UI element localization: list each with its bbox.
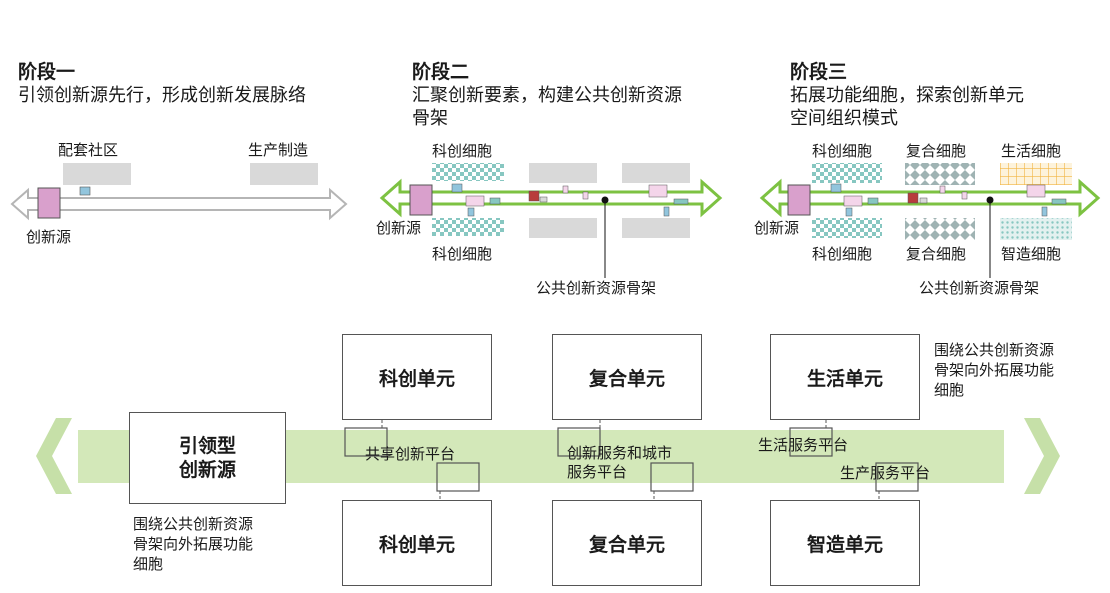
stage3-mix-bottom — [905, 218, 975, 240]
stage1-source-label: 创新源 — [26, 228, 72, 246]
platform-production-service: 生产服务平台 — [840, 464, 931, 482]
stage2-gray-top-1 — [529, 163, 597, 183]
right-note-line1: 围绕公共创新资源 — [934, 341, 1055, 359]
stage2-backbone-label: 公共创新资源骨架 — [536, 279, 657, 297]
stage3-backbone-label: 公共创新资源骨架 — [919, 279, 1040, 297]
platform-service-city-line1: 创新服务和城市 — [567, 444, 673, 462]
stage1-desc: 引领创新源先行，形成创新发展脉络 — [18, 85, 306, 106]
stage3-sci-bottom — [812, 218, 882, 238]
source-box-line1: 引领型 — [178, 435, 236, 457]
unit-bottom-sci: 科创单元 — [342, 500, 492, 586]
stage3-life-label: 生活细胞 — [1001, 142, 1062, 160]
stage2-gray-bottom-1 — [529, 218, 597, 238]
stage2-axis-arrow — [379, 178, 723, 218]
stage3-desc-line1: 拓展功能细胞，探索创新单元 — [790, 85, 1024, 106]
left-chevron — [36, 418, 72, 494]
stage3-axis-arrow — [759, 178, 1101, 218]
platform-shared: 共享创新平台 — [365, 445, 456, 463]
stage3-life — [1000, 163, 1072, 185]
stage3-mix-top — [905, 163, 975, 185]
stage3-sci-bottom-label: 科创细胞 — [812, 245, 873, 263]
unit-top-life: 生活单元 — [770, 334, 920, 420]
stage3-mix-top-label: 复合细胞 — [906, 142, 967, 160]
unit-top-mix: 复合单元 — [552, 334, 702, 420]
stage2-cell-bottom-label: 科创细胞 — [432, 245, 493, 263]
stage3-source-block — [787, 184, 811, 216]
source-box: 引领型 创新源 — [129, 412, 286, 504]
stage1-source-block — [37, 187, 61, 219]
stage3-sci-top-label: 科创细胞 — [812, 142, 873, 160]
source-note-line2: 骨架向外拓展功能 — [133, 535, 254, 553]
platform-service-city-line2: 服务平台 — [567, 463, 628, 481]
stage3-desc-line2: 空间组织模式 — [790, 108, 898, 129]
stage3-title: 阶段三 — [790, 61, 848, 83]
stage3-diagram — [759, 163, 1101, 278]
production-block — [250, 163, 318, 185]
stage3-source-label: 创新源 — [754, 219, 800, 237]
right-note-line2: 骨架向外拓展功能 — [934, 361, 1055, 379]
source-box-line2: 创新源 — [178, 459, 236, 481]
stage2-diagram — [379, 163, 723, 278]
unit-bottom-mix: 复合单元 — [552, 500, 702, 586]
stage1-blue-block — [79, 186, 91, 196]
stage2-gray-bottom-2 — [622, 218, 690, 238]
stage2-cell-top-label: 科创细胞 — [432, 142, 493, 160]
stage2-source-block — [409, 184, 433, 216]
stage2-gray-top-2 — [622, 163, 690, 183]
right-chevron — [1024, 418, 1060, 494]
stage2-desc-line1: 汇聚创新要素，构建公共创新资源 — [412, 85, 682, 106]
community-block — [63, 163, 131, 185]
source-note-line1: 围绕公共创新资源 — [133, 515, 254, 533]
stage1-axis-arrow — [10, 187, 348, 221]
unit-bottom-smart: 智造单元 — [770, 500, 920, 586]
stage1-diagram — [10, 163, 348, 221]
source-note-line3: 细胞 — [133, 555, 164, 573]
stage1-title: 阶段一 — [18, 61, 76, 83]
stage3-smart — [1000, 218, 1072, 240]
platform-life-service: 生活服务平台 — [758, 436, 849, 454]
unit-top-sci: 科创单元 — [342, 334, 492, 420]
right-note-line3: 细胞 — [934, 381, 965, 399]
stage2-desc-line2: 骨架 — [412, 108, 448, 129]
stage3-smart-label: 智造细胞 — [1001, 245, 1062, 263]
stage2-cell-top — [432, 163, 504, 181]
stage1-community-label: 配套社区 — [58, 141, 119, 159]
stage3-sci-top — [812, 163, 882, 183]
stage2-cell-bottom — [432, 218, 504, 236]
stage1-production-label: 生产制造 — [248, 141, 309, 159]
source-note: 围绕公共创新资源 骨架向外拓展功能 细胞 — [133, 514, 253, 574]
stage2-source-label: 创新源 — [376, 219, 422, 237]
stage2-title: 阶段二 — [412, 61, 470, 83]
right-note: 围绕公共创新资源 骨架向外拓展功能 细胞 — [934, 340, 1054, 400]
stage3-mix-bottom-label: 复合细胞 — [906, 245, 967, 263]
